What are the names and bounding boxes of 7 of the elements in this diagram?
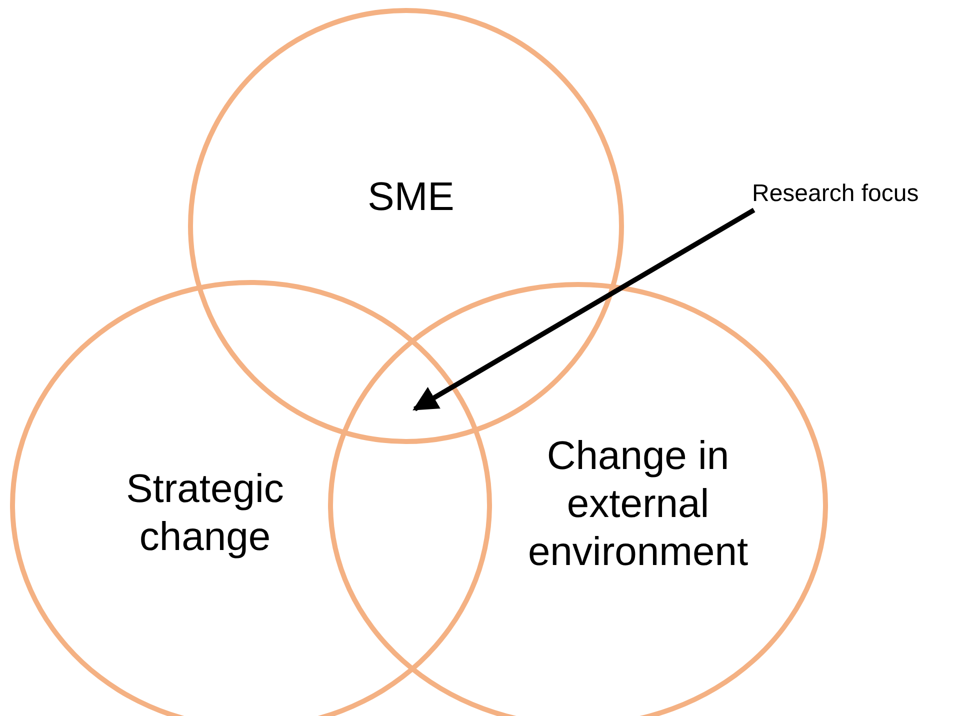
venn-circle <box>328 282 828 716</box>
circle-label: SME <box>366 174 456 221</box>
annotation-label: Research focus <box>752 180 919 208</box>
circle-label: Change in external environment <box>526 433 750 576</box>
circle-label: Strategic change <box>125 466 285 561</box>
venn-circle <box>10 280 492 716</box>
leader-arrow <box>412 208 756 412</box>
